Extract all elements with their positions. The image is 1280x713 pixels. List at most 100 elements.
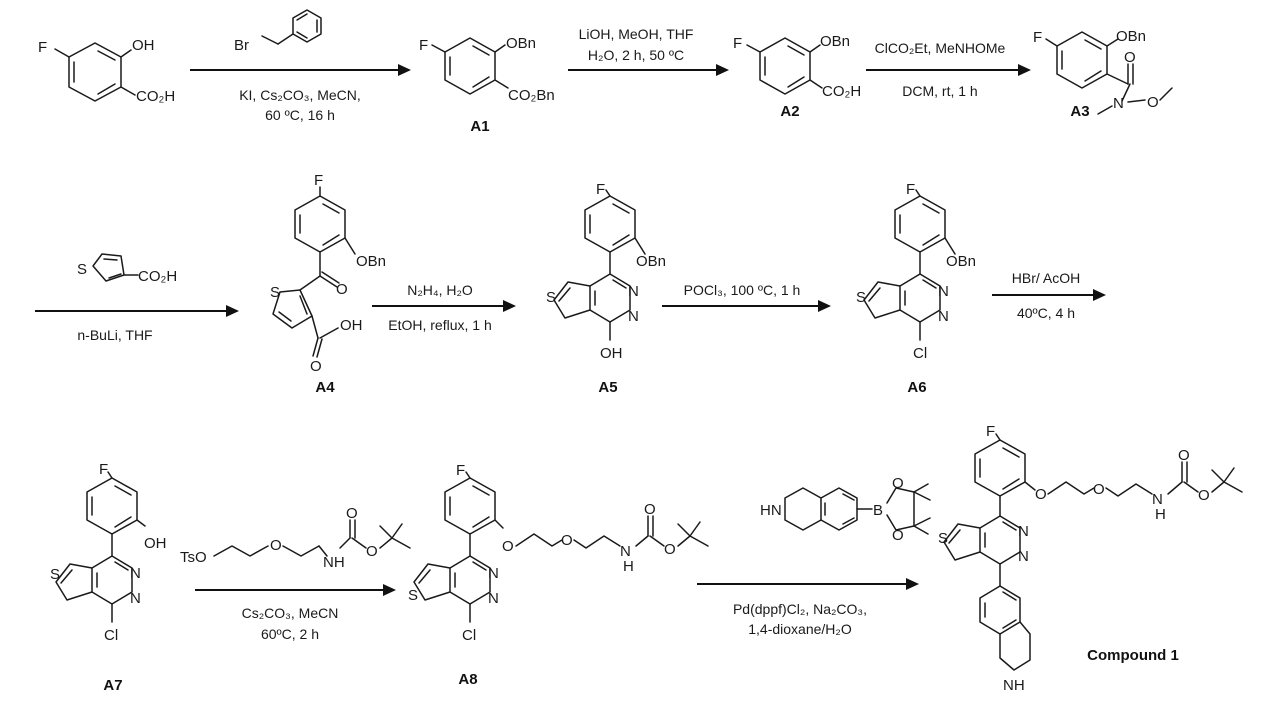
atom-label: N xyxy=(130,565,141,582)
atom-label: F xyxy=(456,462,465,479)
atom-label: OH xyxy=(144,535,167,552)
compound-id-A5: A5 xyxy=(598,379,617,396)
step-8-conditions-line1: Cs₂CO₃, MeCN xyxy=(242,605,339,621)
atom-label: O xyxy=(1035,486,1047,503)
structure-starting-material: F OH CO₂H xyxy=(38,37,175,105)
atom-label: CO₂H xyxy=(136,88,175,105)
atom-label: N xyxy=(1152,491,1163,508)
atom-label: OH xyxy=(600,345,623,362)
atom-label: N xyxy=(1113,95,1124,112)
step-8-conditions-line2: 60ºC, 2 h xyxy=(261,626,319,642)
compound-id-A6: A6 xyxy=(907,379,926,396)
atom-label: S xyxy=(938,530,948,547)
atom-label: O xyxy=(1178,447,1190,464)
structure-A2: F OBn CO₂H xyxy=(733,33,861,100)
atom-label: O xyxy=(1124,49,1136,66)
arrow-head xyxy=(716,64,729,76)
atom-label: O xyxy=(1093,481,1105,498)
atom-label: N xyxy=(130,590,141,607)
atom-label: H xyxy=(623,558,634,575)
atom-label: HN xyxy=(760,502,782,519)
atom-label: Cl xyxy=(913,345,927,362)
compound-id-A3: A3 xyxy=(1070,103,1089,120)
compound-id-final: Compound 1 xyxy=(1087,647,1179,664)
atom-label: S xyxy=(546,289,556,306)
reagent-tosylate-linker: TsO O NH O O xyxy=(180,505,411,571)
atom-label: OBn xyxy=(946,253,976,270)
atom-label: O xyxy=(336,281,348,298)
step-3-conditions-line1: ClCO₂Et, MeNHOMe xyxy=(875,40,1006,56)
atom-label: O xyxy=(502,538,514,555)
atom-label: N xyxy=(488,590,499,607)
step-2-conditions-line1: LiOH, MeOH, THF xyxy=(579,26,694,42)
atom-label: NH xyxy=(323,554,345,571)
atom-label: N xyxy=(628,283,639,300)
atom-label: F xyxy=(986,423,995,440)
reagent-benzyl-bromide: Br xyxy=(234,9,322,54)
atom-label: F xyxy=(733,35,742,52)
structure-A6: F OBn S N N Cl xyxy=(856,181,976,362)
atom-label: N xyxy=(488,565,499,582)
compound-id-A2: A2 xyxy=(780,103,799,120)
atom-label: S xyxy=(408,587,418,604)
step-1-conditions-line1: KI, Cs₂CO₃, MeCN, xyxy=(239,87,361,103)
atom-label: CO₂Bn xyxy=(508,87,555,104)
compound-id-A8: A8 xyxy=(458,671,477,688)
atom-label: O xyxy=(644,501,656,518)
atom-label: OBn xyxy=(506,35,536,52)
atom-label: F xyxy=(99,461,108,478)
arrow-head xyxy=(226,305,239,317)
atom-label: H xyxy=(1155,506,1166,523)
atom-label: O xyxy=(892,475,904,492)
arrow-head xyxy=(503,300,516,312)
step-2-conditions-line2: H₂O, 2 h, 50 ºC xyxy=(588,47,684,63)
step-4-conditions-line1: n-BuLi, THF xyxy=(77,327,152,343)
atom-label: N xyxy=(938,283,949,300)
arrow-head xyxy=(1018,64,1031,76)
atom-label: B xyxy=(873,502,883,519)
atom-label: O xyxy=(1147,94,1159,111)
structure-A3: F OBn O N O xyxy=(1033,28,1173,115)
atom-label: O xyxy=(892,527,904,544)
step-9-conditions-line2: 1,4-dioxane/H₂O xyxy=(748,621,852,637)
atom-label: OBn xyxy=(356,253,386,270)
structure-A5: F OBn S N N OH xyxy=(546,181,666,362)
atom-label: OH xyxy=(340,317,363,334)
atom-label: F xyxy=(314,172,323,189)
atom-label: N xyxy=(938,308,949,325)
step-7-conditions-line1: HBr/ AcOH xyxy=(1012,270,1080,286)
atom-label: TsO xyxy=(180,549,207,566)
atom-label: Cl xyxy=(104,627,118,644)
atom-label: O xyxy=(664,541,676,558)
atom-label: N xyxy=(628,308,639,325)
structure-compound-1: F O O N H O O S N N NH xyxy=(938,423,1243,694)
atom-label: CO₂H xyxy=(138,268,177,285)
atom-label: OBn xyxy=(820,33,850,50)
structure-A8: F O O N H O O S N N Cl xyxy=(408,462,709,644)
atom-label: O xyxy=(310,358,322,375)
atom-label: OH xyxy=(132,37,155,54)
step-6-conditions-line1: POCl₃, 100 ºC, 1 h xyxy=(684,282,801,298)
atom-label: F xyxy=(419,37,428,54)
atom-label: O xyxy=(270,537,282,554)
atom-label: F xyxy=(1033,29,1042,46)
atom-label: N xyxy=(1018,523,1029,540)
atom-label: N xyxy=(1018,548,1029,565)
atom-label: S xyxy=(856,289,866,306)
step-1-conditions-line2: 60 ºC, 16 h xyxy=(265,107,335,123)
atom-label: F xyxy=(596,181,605,198)
step-5-conditions-line1: N₂H₄, H₂O xyxy=(407,282,473,298)
atom-label: F xyxy=(906,181,915,198)
structure-A7: F OH S N N Cl xyxy=(50,461,167,644)
step-9-conditions-line1: Pd(dppf)Cl₂, Na₂CO₃, xyxy=(733,601,867,617)
atom-label: O xyxy=(346,505,358,522)
atom-label: O xyxy=(366,543,378,560)
step-5-conditions-line2: EtOH, reflux, 1 h xyxy=(388,317,491,333)
arrow-head xyxy=(818,300,831,312)
atom-label: CO₂H xyxy=(822,83,861,100)
atom-label: O xyxy=(1198,487,1210,504)
structure-A4: F OBn O S OH O xyxy=(270,172,386,375)
step-7-conditions-line2: 40ºC, 4 h xyxy=(1017,305,1075,321)
reagent-thiophene-carboxylic-acid: S CO₂H xyxy=(77,253,177,285)
arrow-head xyxy=(383,584,396,596)
